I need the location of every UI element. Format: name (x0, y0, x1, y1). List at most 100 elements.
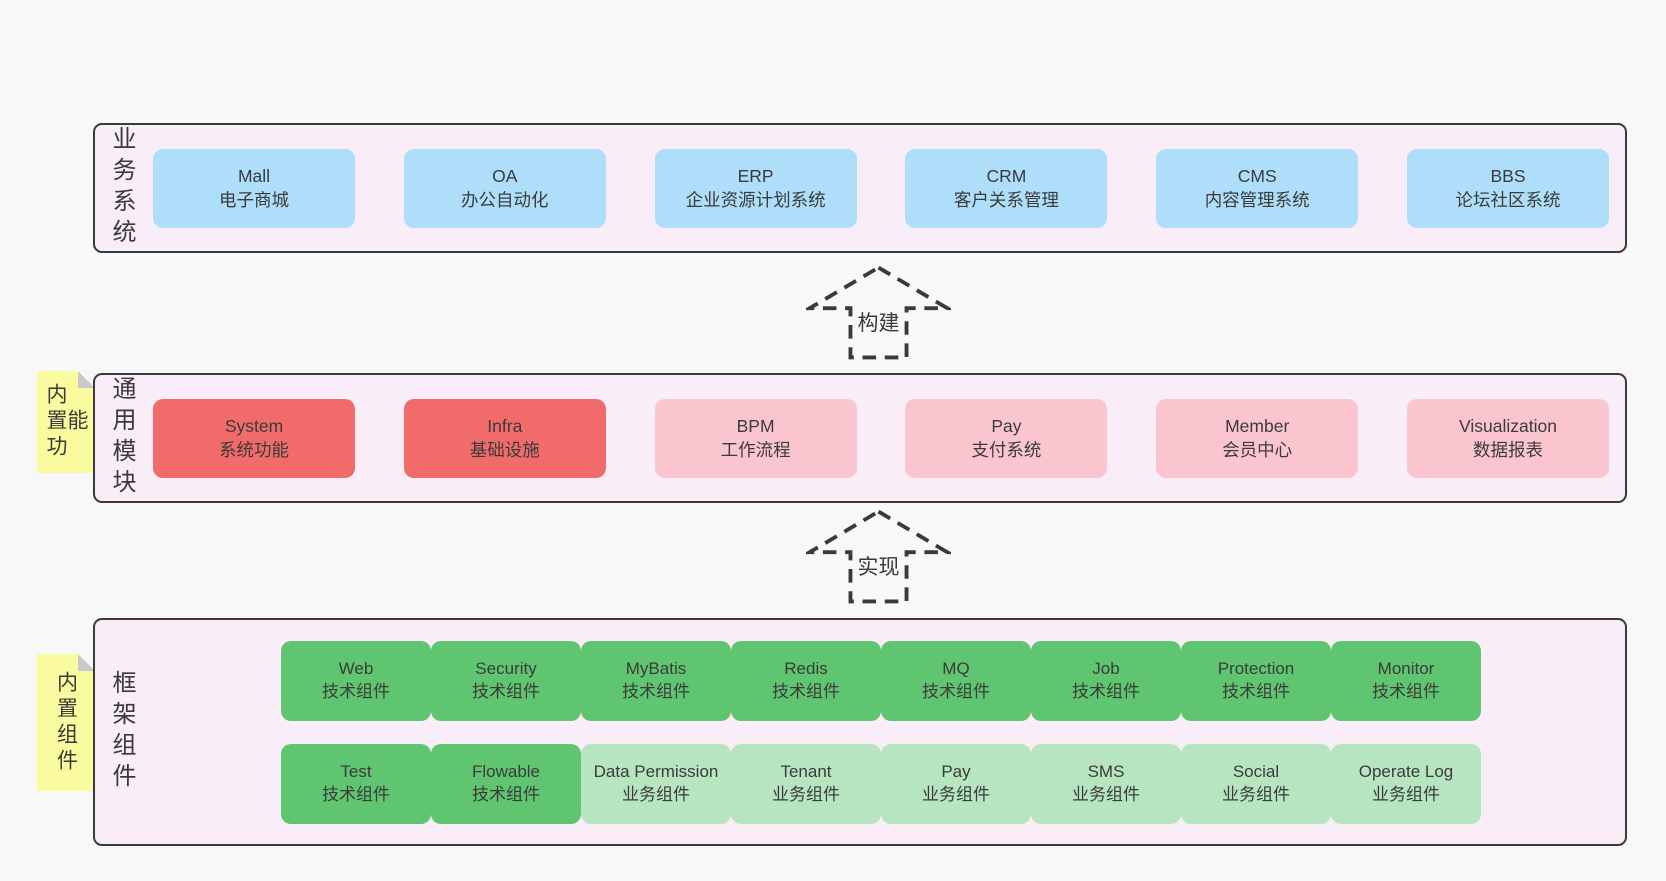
node-flowable: Flowable 技术组件 (431, 743, 581, 824)
node-title: SMS (1087, 761, 1125, 781)
node-title: Test (340, 761, 372, 781)
node-title: BPM (736, 415, 775, 436)
node-subtitle: 技术组件 (472, 681, 540, 701)
node-title: Job (1092, 658, 1120, 678)
arrow-label: 构建 (854, 306, 903, 338)
node-title: Operate Log (1358, 761, 1454, 781)
node-subtitle: 客户关系管理 (953, 190, 1059, 210)
node-title: Tenant (780, 761, 832, 781)
node-title: Pay (941, 761, 971, 781)
node-data-permission: Data Permission 业务组件 (581, 743, 731, 824)
node-subtitle: 业务组件 (1372, 784, 1440, 804)
node-sms: SMS 业务组件 (1031, 743, 1181, 824)
node-visualization: Visualization 数据报表 (1406, 398, 1609, 478)
node-mq: MQ 技术组件 (881, 640, 1031, 721)
panel-title: 框架组件 (108, 670, 135, 794)
node-subtitle: 支付系统 (971, 440, 1042, 460)
node-title: Infra (487, 415, 523, 436)
panel-business-systems: 业务系统 Mall 电子商城 OA 办公自动化 ERP 企业资源计划系统 CRM 客户关系管理… (93, 123, 1627, 253)
node-subtitle: 工作流程 (720, 440, 791, 460)
node-monitor: Monitor 技术组件 (1331, 640, 1481, 721)
node-subtitle: 技术组件 (1372, 681, 1440, 701)
node-row: System 系统功能 Infra 基础设施 BPM 工作流程 Pay 支付系统 Member 会… (153, 398, 1609, 478)
node-title: Protection (1217, 658, 1295, 678)
node-member: Member 会员中心 (1156, 398, 1359, 478)
node-title: CMS (1237, 165, 1277, 186)
node-job: Job 技术组件 (1031, 640, 1181, 721)
node-subtitle: 技术组件 (1072, 681, 1140, 701)
node-subtitle: 技术组件 (472, 784, 540, 804)
node-test: Test 技术组件 (281, 743, 431, 824)
node-subtitle: 业务组件 (922, 784, 990, 804)
node-mall: Mall 电子商城 (153, 148, 355, 228)
sticky-note-label: 内置功能 (44, 383, 88, 461)
node-title: ERP (737, 165, 774, 186)
panel-common-modules: 通用模块 System 系统功能 Infra 基础设施 BPM 工作流程 Pay 支付系统 Me… (93, 373, 1627, 503)
node-title: Monitor (1377, 658, 1435, 678)
node-subtitle: 会员中心 (1222, 440, 1293, 460)
node-subtitle: 业务组件 (1072, 784, 1140, 804)
node-subtitle: 论坛社区系统 (1455, 190, 1561, 210)
node-crm: CRM 客户关系管理 (905, 148, 1108, 228)
node-title: Security (475, 658, 537, 678)
sticky-note-builtin-features: 内置功能 (37, 371, 95, 473)
node-title: Member (1225, 415, 1290, 436)
node-title: Mall (237, 165, 271, 186)
node-oa: OA 办公自动化 (403, 148, 606, 228)
node-subtitle: 业务组件 (622, 784, 690, 804)
node-subtitle: 业务组件 (772, 784, 840, 804)
sticky-note-builtin-components: 内置组件 (37, 654, 95, 791)
node-subtitle: 企业资源计划系统 (685, 190, 826, 210)
node-title: MyBatis (625, 658, 687, 678)
node-mybatis: MyBatis 技术组件 (581, 640, 731, 721)
node-subtitle: 基础设施 (469, 440, 540, 460)
node-subtitle: 技术组件 (622, 681, 690, 701)
node-subtitle: 系统功能 (219, 440, 289, 460)
node-erp: ERP 企业资源计划系统 (654, 148, 857, 228)
node-pay: Pay 支付系统 (905, 398, 1108, 478)
node-subtitle: 技术组件 (922, 681, 990, 701)
node-security: Security 技术组件 (431, 640, 581, 721)
node-infra: Infra 基础设施 (403, 398, 606, 478)
node-subtitle: 数据报表 (1472, 440, 1543, 460)
node-protection: Protection 技术组件 (1181, 640, 1331, 721)
node-bpm: BPM 工作流程 (654, 398, 857, 478)
node-system: System 系统功能 (153, 398, 355, 478)
panel-title: 通用模块 (108, 376, 135, 500)
node-subtitle: 电子商城 (219, 190, 289, 210)
node-title: Pay (991, 415, 1022, 436)
node-title: OA (492, 165, 518, 186)
node-subtitle: 技术组件 (772, 681, 840, 701)
arrow-build: 构建 (806, 262, 951, 362)
node-title: MQ (942, 658, 970, 678)
node-subtitle: 技术组件 (322, 784, 390, 804)
node-subtitle: 办公自动化 (461, 190, 549, 210)
node-pay: Pay 业务组件 (881, 743, 1031, 824)
arrow-implement: 实现 (806, 506, 951, 606)
node-title: Social (1232, 761, 1280, 781)
node-social: Social 业务组件 (1181, 743, 1331, 824)
arrow-label: 实现 (854, 550, 903, 582)
node-title: Web (338, 658, 374, 678)
node-title: Visualization (1459, 415, 1557, 436)
node-subtitle: 技术组件 (1222, 681, 1290, 701)
node-tenant: Tenant 业务组件 (731, 743, 881, 824)
node-title: System (224, 415, 284, 436)
node-subtitle: 业务组件 (1222, 784, 1290, 804)
node-title: Flowable (471, 761, 541, 781)
node-title: CRM (986, 165, 1027, 186)
panel-title: 业务系统 (108, 126, 135, 250)
node-title: Data Permission (593, 761, 719, 781)
node-subtitle: 技术组件 (322, 681, 390, 701)
sticky-note-label: 内置组件 (54, 670, 78, 775)
node-web: Web 技术组件 (281, 640, 431, 721)
